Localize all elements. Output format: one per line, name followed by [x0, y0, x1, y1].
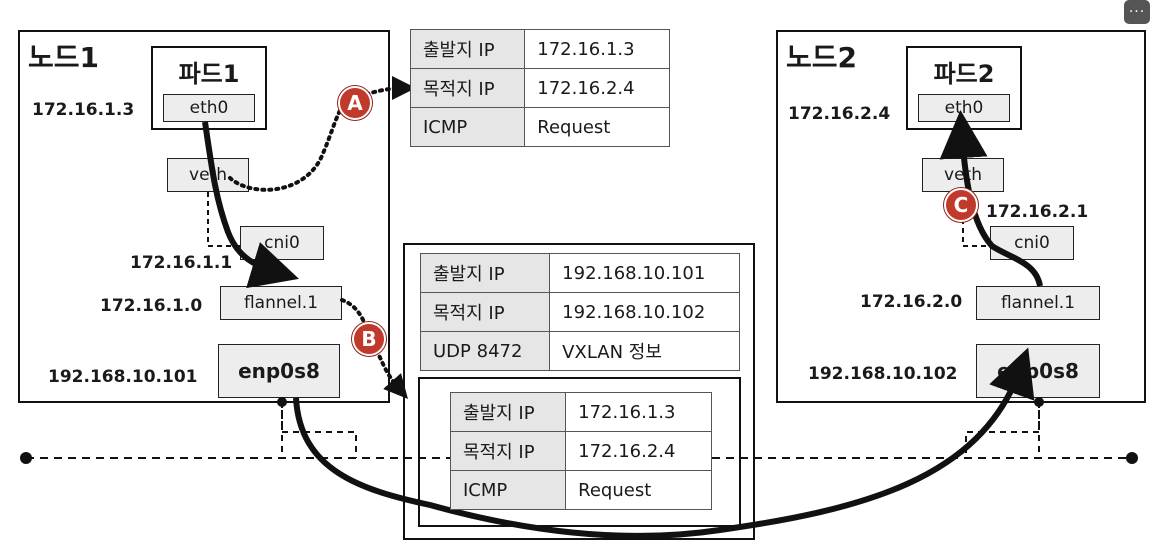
node1-flannel[interactable]: flannel.1	[220, 286, 342, 320]
packet-b-outer-value: 192.168.10.102	[549, 292, 740, 332]
packet-b-outer-key: 출발지 IP	[419, 253, 551, 293]
pod2-title: 파드2	[933, 60, 995, 88]
packet-a-table: 출발지 IP 172.16.1.3 목적지 IP 172.16.2.4 ICMP…	[409, 29, 670, 147]
packet-b-outer-value: VXLAN 정보	[549, 331, 740, 371]
node1-veth[interactable]: veth	[167, 158, 249, 192]
table-row: 목적지 IP 192.168.10.102	[419, 292, 740, 332]
packet-a-key: 목적지 IP	[409, 68, 526, 108]
packet-b-inner-key: 출발지 IP	[449, 392, 567, 432]
node1-title: 노드1	[28, 41, 100, 74]
table-row: 출발지 IP 172.16.1.3	[409, 29, 670, 69]
table-row: UDP 8472 VXLAN 정보	[419, 331, 740, 371]
marker-a: A	[338, 86, 372, 120]
packet-b-inner-value: 172.16.1.3	[565, 392, 712, 432]
marker-c: C	[944, 188, 978, 222]
packet-a-value: Request	[524, 107, 670, 147]
table-row: 목적지 IP 172.16.2.4	[409, 68, 670, 108]
node1-flannel-ip: 172.16.1.0	[100, 296, 203, 316]
packet-a-value: 172.16.2.4	[524, 68, 670, 108]
packet-b-outer-table: 출발지 IP 192.168.10.101 목적지 IP 192.168.10.…	[419, 253, 740, 371]
node2-title: 노드2	[786, 41, 858, 74]
bus-endpoint-left	[20, 452, 32, 464]
packet-b-inner-key: 목적지 IP	[449, 431, 567, 471]
node1-pod-ip: 172.16.1.3	[32, 100, 135, 120]
table-row: ICMP Request	[449, 470, 712, 510]
node2-cni-ip: 172.16.2.1	[986, 202, 1089, 222]
bus-endpoint-right	[1126, 452, 1138, 464]
pod1-title: 파드1	[178, 60, 240, 88]
packet-b-inner-key: ICMP	[449, 470, 567, 510]
node2-flannel[interactable]: flannel.1	[976, 286, 1100, 320]
packet-a-key: 출발지 IP	[409, 29, 526, 69]
packet-b-outer-key: 목적지 IP	[419, 292, 551, 332]
table-row: 출발지 IP 192.168.10.101	[419, 253, 740, 293]
packet-a-value: 172.16.1.3	[524, 29, 670, 69]
node2-nic-ip: 192.168.10.102	[808, 364, 958, 384]
node2-flannel-ip: 172.16.2.0	[860, 292, 963, 312]
node1-enp0s8[interactable]: enp0s8	[218, 344, 340, 398]
node1-eth0[interactable]: eth0	[163, 94, 255, 122]
packet-b-inner-value: Request	[565, 470, 712, 510]
more-options-button[interactable]: ···	[1124, 0, 1150, 24]
table-row: 출발지 IP 172.16.1.3	[449, 392, 712, 432]
table-row: 목적지 IP 172.16.2.4	[449, 431, 712, 471]
marker-b: B	[352, 322, 386, 356]
node1-cni-ip: 172.16.1.1	[130, 253, 233, 273]
packet-b-outer-value: 192.168.10.101	[549, 253, 740, 293]
node2-veth[interactable]: veth	[922, 158, 1004, 192]
node1-nic-ip: 192.168.10.101	[48, 367, 198, 387]
node1-cni0[interactable]: cni0	[240, 226, 324, 260]
node2-pod-ip: 172.16.2.4	[788, 104, 891, 124]
node2-eth0[interactable]: eth0	[918, 94, 1010, 122]
node2-enp0s8[interactable]: enp0s8	[976, 344, 1100, 398]
packet-b-outer-key: UDP 8472	[419, 331, 551, 371]
packet-b-inner-table: 출발지 IP 172.16.1.3 목적지 IP 172.16.2.4 ICMP…	[449, 392, 712, 510]
packet-a-key: ICMP	[409, 107, 526, 147]
packet-b-inner-value: 172.16.2.4	[565, 431, 712, 471]
node2-cni0[interactable]: cni0	[990, 226, 1074, 260]
table-row: ICMP Request	[409, 107, 670, 147]
